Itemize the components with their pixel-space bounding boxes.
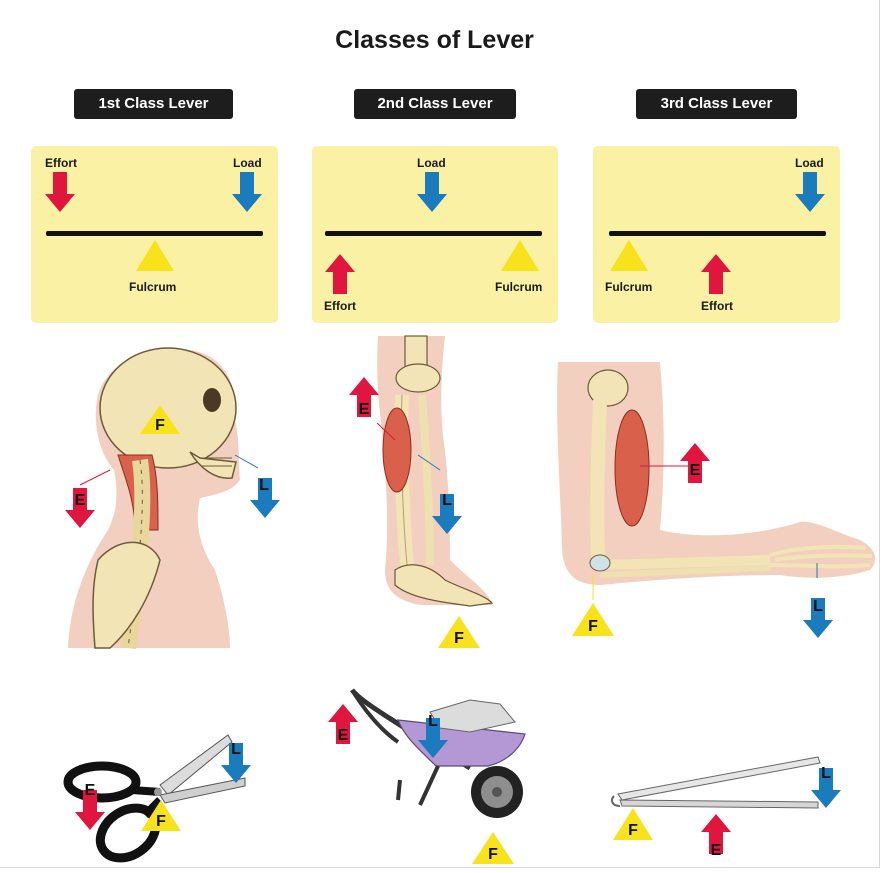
svg-text:F: F bbox=[588, 618, 598, 635]
svg-text:E: E bbox=[85, 782, 96, 799]
class2-effort-arrow bbox=[325, 254, 355, 294]
head-effort-marker: E bbox=[65, 488, 95, 528]
svg-text:L: L bbox=[259, 477, 269, 494]
leg-effort-marker: E bbox=[349, 377, 379, 418]
class2-fulcrum-triangle bbox=[501, 240, 539, 271]
wheelbarrow-effort-marker: E bbox=[328, 704, 358, 744]
svg-text:F: F bbox=[156, 813, 166, 830]
svg-text:E: E bbox=[690, 462, 701, 479]
class2-lever-bar bbox=[325, 231, 542, 236]
tweezers-effort-marker: E bbox=[701, 814, 731, 859]
svg-text:E: E bbox=[75, 492, 86, 509]
head-neck-illustration bbox=[68, 348, 258, 648]
class3-lever-bar bbox=[609, 231, 826, 236]
svg-text:L: L bbox=[231, 741, 241, 758]
svg-text:E: E bbox=[338, 727, 349, 744]
leg-foot-illustration bbox=[377, 336, 492, 606]
svg-text:L: L bbox=[813, 598, 823, 615]
class1-fulcrum-triangle bbox=[136, 240, 174, 271]
head-load-marker: L bbox=[250, 477, 280, 518]
arm-effort-marker: E bbox=[680, 443, 710, 483]
tweezers-illustration bbox=[612, 757, 820, 808]
class3-fulcrum-triangle bbox=[610, 240, 648, 271]
class1-lever-bar bbox=[46, 231, 263, 236]
arm-fulcrum-marker: F bbox=[572, 603, 614, 636]
class1-effort-arrow bbox=[45, 172, 75, 212]
svg-text:L: L bbox=[428, 713, 438, 730]
class2-load-arrow bbox=[417, 172, 447, 212]
arm-load-marker: L bbox=[803, 598, 833, 638]
svg-text:F: F bbox=[488, 846, 498, 863]
svg-text:F: F bbox=[628, 822, 638, 839]
wheelbarrow-fulcrum-marker: F bbox=[472, 832, 514, 864]
svg-text:E: E bbox=[711, 842, 722, 859]
svg-text:E: E bbox=[359, 401, 370, 418]
svg-text:F: F bbox=[155, 417, 165, 434]
tweezers-fulcrum-marker: F bbox=[613, 808, 653, 840]
class1-load-arrow bbox=[232, 172, 262, 212]
svg-text:L: L bbox=[442, 492, 452, 509]
class3-effort-arrow bbox=[701, 254, 731, 294]
class3-load-arrow bbox=[795, 172, 825, 212]
arm-illustration bbox=[557, 362, 875, 600]
svg-text:L: L bbox=[821, 765, 831, 782]
svg-text:F: F bbox=[454, 630, 464, 647]
wheelbarrow-illustration bbox=[352, 690, 525, 818]
leg-fulcrum-marker: F bbox=[438, 616, 480, 648]
